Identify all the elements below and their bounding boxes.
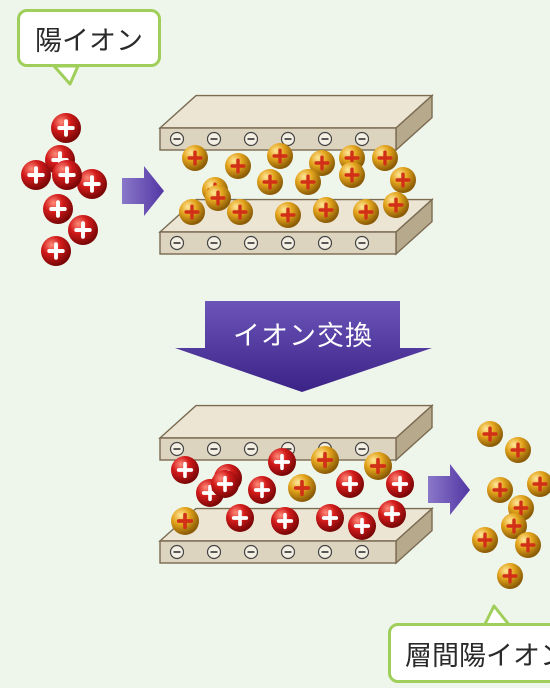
minus-sign-icon — [206, 235, 222, 251]
minus-sign-icon — [317, 235, 333, 251]
red-cation-icon — [271, 507, 299, 535]
gold-cation-icon — [487, 477, 513, 503]
gold-cation-icon — [505, 437, 531, 463]
gold-cation-icon — [527, 471, 550, 497]
gold-cation-icon — [227, 199, 253, 225]
minus-sign-icon — [169, 235, 185, 251]
cation-callout-label: 陽イオン — [35, 25, 143, 57]
clay-layer-plate — [158, 404, 434, 462]
gold-cation-icon — [501, 513, 527, 539]
arrow-into-layers — [122, 166, 164, 216]
red-cation-icon — [348, 512, 376, 540]
process-arrow — [175, 301, 432, 392]
clay-layer-plate — [158, 94, 434, 152]
minus-sign-icon — [169, 544, 185, 560]
red-cation-icon — [386, 470, 414, 498]
gold-cation-icon — [275, 202, 301, 228]
red-cation-icon — [226, 504, 254, 532]
callout-top-pointer — [52, 64, 80, 86]
minus-sign-icon — [206, 441, 222, 457]
gold-cation-icon — [339, 162, 365, 188]
red-cation-icon — [43, 194, 73, 224]
red-cation-icon — [248, 476, 276, 504]
red-cation-icon — [52, 160, 82, 190]
red-cation-icon — [171, 456, 199, 484]
red-cation-icon — [68, 215, 98, 245]
minus-sign-icon — [354, 441, 370, 457]
ion-exchange-label: イオン交換 — [233, 321, 373, 352]
gold-cation-icon — [477, 421, 503, 447]
minus-sign-icon — [243, 544, 259, 560]
minus-sign-icon — [169, 131, 185, 147]
gold-cation-icon — [390, 167, 416, 193]
arrow-out-of-layers — [428, 464, 470, 515]
gold-cation-icon — [353, 199, 379, 225]
gold-cation-icon — [313, 197, 339, 223]
gold-cation-icon — [497, 563, 523, 589]
gold-cation-icon — [179, 199, 205, 225]
free-cations — [21, 113, 107, 266]
minus-sign-icon — [354, 235, 370, 251]
red-cation-icon — [41, 236, 71, 266]
released-interlayer-cations — [472, 421, 550, 589]
gold-cation-icon — [383, 192, 409, 218]
minus-sign-icon — [243, 235, 259, 251]
bottom-interlayer-ions — [171, 446, 414, 540]
minus-sign-icon — [354, 131, 370, 147]
red-cation-icon — [21, 160, 51, 190]
red-cation-icon — [316, 504, 344, 532]
red-cation-icon — [268, 448, 296, 476]
minus-sign-icon — [354, 544, 370, 560]
minus-sign-icon — [243, 441, 259, 457]
red-cation-icon — [51, 113, 81, 143]
gold-cation-icon — [364, 452, 392, 480]
minus-sign-icon — [206, 544, 222, 560]
red-cation-icon — [77, 169, 107, 199]
gold-cation-icon — [257, 169, 283, 195]
gold-cation-icon — [309, 150, 335, 176]
gold-cation-icon — [171, 507, 199, 535]
cation-callout: 陽イオン — [17, 9, 161, 67]
gold-cation-icon — [372, 145, 398, 171]
minus-sign-icon — [317, 544, 333, 560]
minus-sign-icon — [169, 441, 185, 457]
interlayer-cation-callout-label: 層間陽イオン — [405, 640, 550, 672]
gold-cation-icon — [288, 474, 316, 502]
minus-sign-icon — [280, 131, 296, 147]
minus-sign-icon — [280, 235, 296, 251]
red-cation-icon — [378, 500, 406, 528]
gold-cation-icon — [182, 145, 208, 171]
interlayer-cation-callout: 層間陽イオン — [388, 623, 550, 683]
minus-sign-icon — [206, 131, 222, 147]
top-interlayer-ions — [179, 143, 416, 228]
minus-sign-icon — [317, 131, 333, 147]
gold-cation-icon — [311, 446, 339, 474]
gold-cation-icon — [205, 185, 231, 211]
gold-cation-icon — [225, 153, 251, 179]
minus-sign-icon — [280, 544, 296, 560]
red-cation-icon — [211, 470, 239, 498]
minus-sign-icon — [243, 131, 259, 147]
gold-cation-icon — [515, 532, 541, 558]
gold-cation-icon — [472, 527, 498, 553]
red-cation-icon — [336, 470, 364, 498]
gold-cation-icon — [267, 143, 293, 169]
gold-cation-icon — [295, 169, 321, 195]
